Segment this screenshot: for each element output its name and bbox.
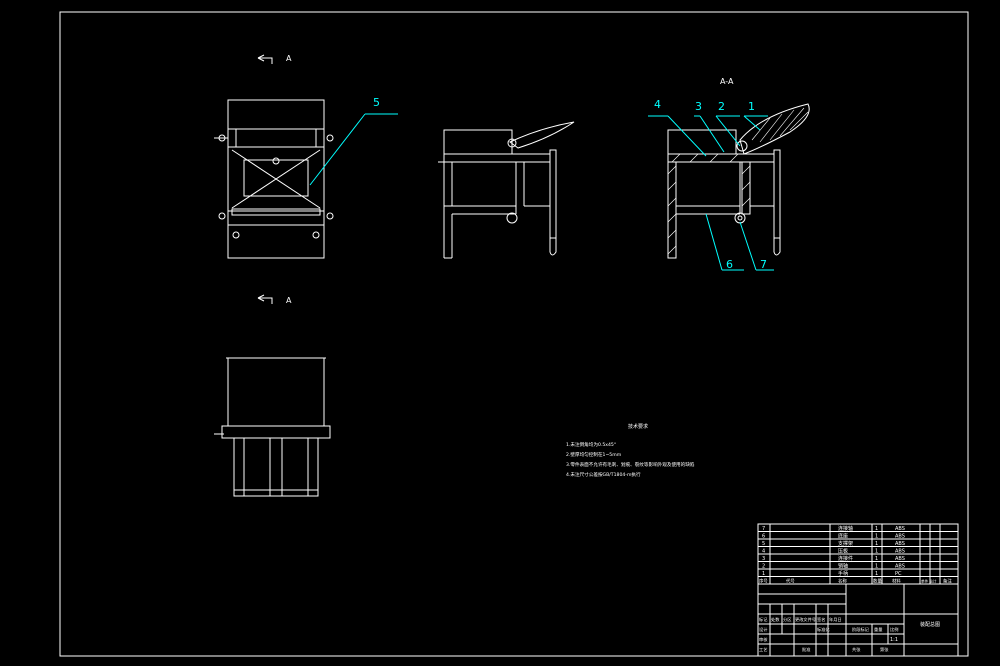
tb-count: 处数: [771, 616, 780, 623]
bom-no-1: 7: [762, 526, 765, 532]
bom-header-no: 序号: [759, 578, 768, 585]
bom-no-5: 3: [762, 556, 765, 562]
technical-notes: 技术要求 1.未注倒角均为0.5x45° 2.壁厚均匀控制在1~5mm 3.零件…: [566, 423, 695, 478]
tb-role-standard: 标准化: [817, 626, 830, 633]
tb-stage-label: 阶段标记: [852, 626, 870, 633]
bom-no-6: 2: [762, 564, 765, 570]
tb-role-review: 审核: [759, 636, 768, 643]
bom-name-2: 底座: [838, 533, 848, 540]
balloon-4: 4: [654, 98, 661, 111]
title-block: 标记 处数 分区 更改文件号 签名 年月日 设计 标准化 审核 工艺 批准 阶段…: [757, 583, 959, 657]
tb-scale: 1:1: [890, 637, 898, 643]
tb-weight-label: 重量: [874, 626, 882, 633]
bom-name-7: 手柄: [838, 570, 848, 577]
tb-role-approve: 批准: [802, 646, 810, 653]
balloon-2: 2: [718, 100, 725, 113]
bom-mat-3: ABS: [895, 541, 905, 547]
plan-view: A 5 A: [214, 54, 398, 305]
bom-header-weight: 单件 总计: [921, 579, 937, 584]
side-view: [438, 121, 575, 259]
bom-name-1: 连接轴: [838, 525, 853, 532]
bom-mat-5: ABS: [895, 556, 905, 562]
bom-name-3: 支撑架: [838, 540, 853, 547]
bom-name-5: 连接件: [838, 555, 853, 562]
tb-date: 年月日: [829, 616, 842, 623]
note-line-2: 2.壁厚均匀控制在1~5mm: [566, 451, 622, 458]
bom-qty-2: 1: [875, 534, 878, 540]
bom-qty-5: 1: [875, 556, 878, 562]
balloon-7: 7: [760, 258, 767, 271]
notes-title: 技术要求: [628, 423, 648, 430]
bom-qty-3: 1: [875, 541, 878, 547]
tb-sheet-no: 第张: [880, 646, 889, 653]
bom-qty-1: 1: [875, 526, 878, 532]
balloon-1: 1: [748, 100, 755, 113]
bom-no-2: 6: [762, 534, 765, 540]
tb-change-doc: 更改文件号: [795, 616, 816, 623]
bom-mat-6: ABS: [895, 564, 905, 570]
note-line-3: 3.零件表面不允许有毛刺、划痕、裂纹等影响外观及使用的缺陷: [566, 461, 695, 468]
front-view: [214, 357, 331, 497]
bom-header-code: 代号: [786, 578, 795, 585]
note-line-1: 1.未注倒角均为0.5x45°: [566, 441, 616, 448]
section-view: A-A 4: [648, 77, 810, 271]
balloon-6: 6: [726, 258, 733, 271]
bom-header-qty: 数量: [873, 578, 882, 585]
tb-drawing-name: 装配总图: [920, 621, 940, 628]
tb-zone: 分区: [783, 616, 791, 623]
bom-mat-2: ABS: [895, 534, 905, 540]
tb-role-process: 工艺: [759, 647, 767, 652]
bom-no-3: 5: [762, 541, 765, 547]
bom-header-name: 名称: [838, 578, 847, 585]
tb-role-design: 设计: [759, 626, 767, 633]
bom-qty-7: 1: [875, 571, 878, 577]
balloon-5: 5: [373, 96, 380, 109]
tb-sign: 签名: [817, 616, 825, 623]
tb-mark: 标记: [759, 616, 768, 623]
bom-name-4: 压板: [838, 548, 848, 555]
balloon-3: 3: [695, 100, 702, 113]
note-line-4: 4.未注尺寸公差按GB/T1804-m执行: [566, 471, 641, 478]
bom-header-remark: 备注: [943, 578, 952, 585]
section-marker-top: A: [286, 54, 292, 63]
bom-mat-4: ABS: [895, 549, 905, 555]
bom-qty-4: 1: [875, 549, 878, 555]
tb-scale-label: 比例: [890, 626, 898, 633]
section-title: A-A: [720, 77, 734, 86]
section-marker-bottom: A: [286, 296, 292, 305]
bom-table: 7 连接轴 1 ABS 6 底座 1 ABS 5 支撑架 1 ABS 4 压板 …: [757, 523, 959, 585]
bom-name-6: 销轴: [838, 563, 848, 570]
bom-qty-6: 1: [875, 564, 878, 570]
drawing-frame: [59, 11, 969, 657]
bom-no-7: 1: [762, 571, 765, 577]
bom-mat-7: PC: [895, 571, 902, 577]
bom-no-4: 4: [762, 549, 765, 555]
bom-mat-1: ABS: [895, 526, 905, 532]
tb-sheets: 共张: [852, 646, 861, 653]
bom-header-material: 材料: [892, 578, 901, 585]
